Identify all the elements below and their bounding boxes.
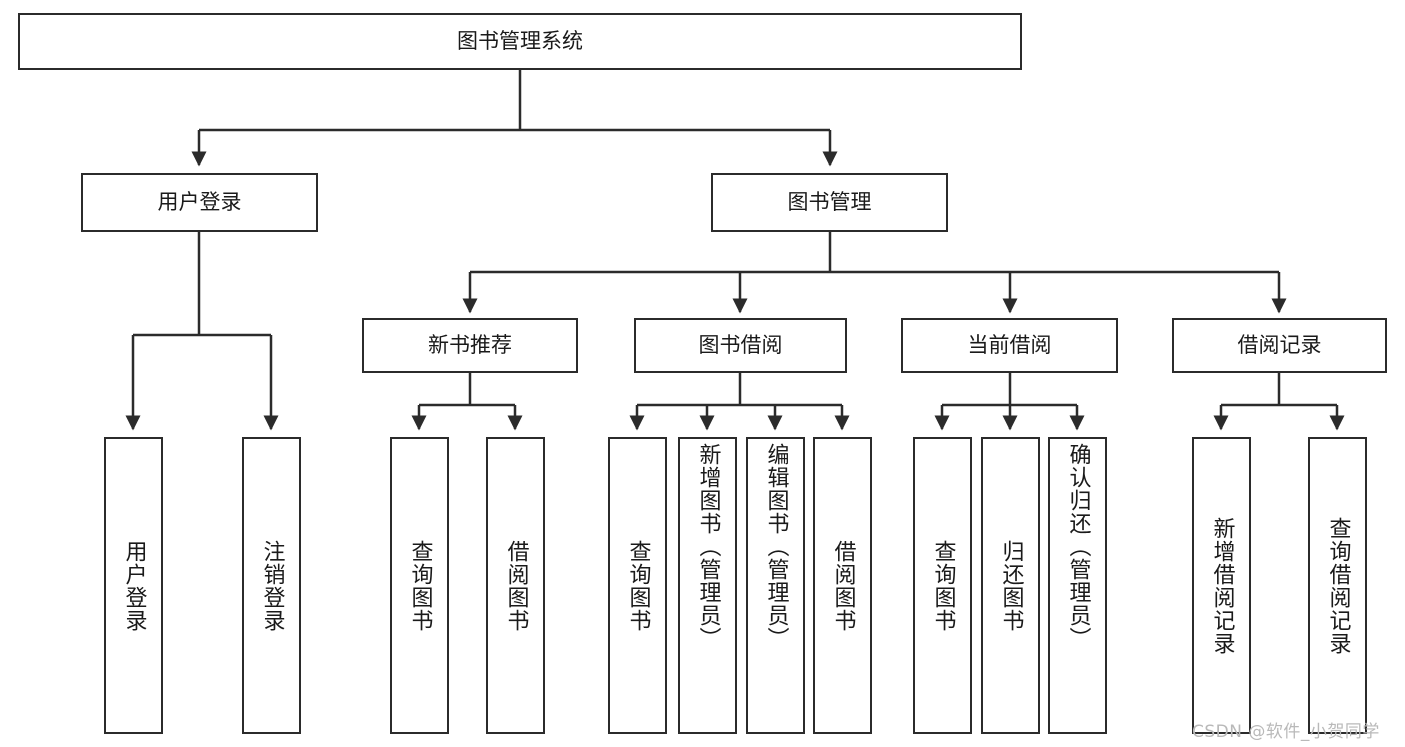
- node-book-borrow[interactable]: 图书借阅: [634, 318, 847, 373]
- node-book-management[interactable]: 图书管理: [711, 173, 948, 232]
- node-label: 确认归还（管理员）: [1065, 443, 1091, 650]
- node-borrow-record[interactable]: 借阅记录: [1172, 318, 1387, 373]
- node-label: 用户登录: [157, 190, 242, 215]
- node-label: 编辑图书（管理员）: [763, 443, 789, 650]
- leaf-borrow-book[interactable]: 借阅图书: [813, 437, 872, 734]
- node-label: 查询借阅记录: [1325, 516, 1351, 655]
- leaf-query-book-current[interactable]: 查询图书: [913, 437, 972, 734]
- leaf-user-login[interactable]: 用户登录: [104, 437, 163, 734]
- node-label: 借阅图书: [830, 539, 856, 632]
- node-label: 归还图书: [998, 539, 1024, 632]
- leaf-edit-book-admin[interactable]: 编辑图书（管理员）: [746, 437, 805, 734]
- node-label: 图书借阅: [698, 333, 783, 358]
- node-label: 新增图书（管理员）: [695, 443, 721, 650]
- node-label: 用户登录: [121, 539, 147, 632]
- node-label: 查询图书: [930, 539, 956, 632]
- node-label: 查询图书: [407, 539, 433, 632]
- leaf-return-book[interactable]: 归还图书: [981, 437, 1040, 734]
- leaf-confirm-return-admin[interactable]: 确认归还（管理员）: [1048, 437, 1107, 734]
- leaf-query-book-recommend[interactable]: 查询图书: [390, 437, 449, 734]
- node-current-borrow[interactable]: 当前借阅: [901, 318, 1118, 373]
- node-label: 当前借阅: [967, 333, 1052, 358]
- node-label: 图书管理系统: [457, 29, 583, 54]
- leaf-borrow-book-recommend[interactable]: 借阅图书: [486, 437, 545, 734]
- node-label: 新书推荐: [428, 333, 512, 358]
- node-user-login[interactable]: 用户登录: [81, 173, 318, 232]
- node-label: 查询图书: [625, 539, 651, 632]
- leaf-add-book-admin[interactable]: 新增图书（管理员）: [678, 437, 737, 734]
- node-label: 借阅记录: [1237, 333, 1322, 358]
- node-label: 注销登录: [259, 539, 285, 632]
- leaf-add-borrow-record[interactable]: 新增借阅记录: [1192, 437, 1251, 734]
- node-label: 新增借阅记录: [1209, 516, 1235, 655]
- leaf-query-book-borrow[interactable]: 查询图书: [608, 437, 667, 734]
- node-new-book-recommend[interactable]: 新书推荐: [362, 318, 578, 373]
- node-root-book-management-system[interactable]: 图书管理系统: [18, 13, 1022, 70]
- node-label: 图书管理: [787, 190, 872, 215]
- leaf-logout-login[interactable]: 注销登录: [242, 437, 301, 734]
- node-label: 借阅图书: [503, 539, 529, 632]
- leaf-query-borrow-record[interactable]: 查询借阅记录: [1308, 437, 1367, 734]
